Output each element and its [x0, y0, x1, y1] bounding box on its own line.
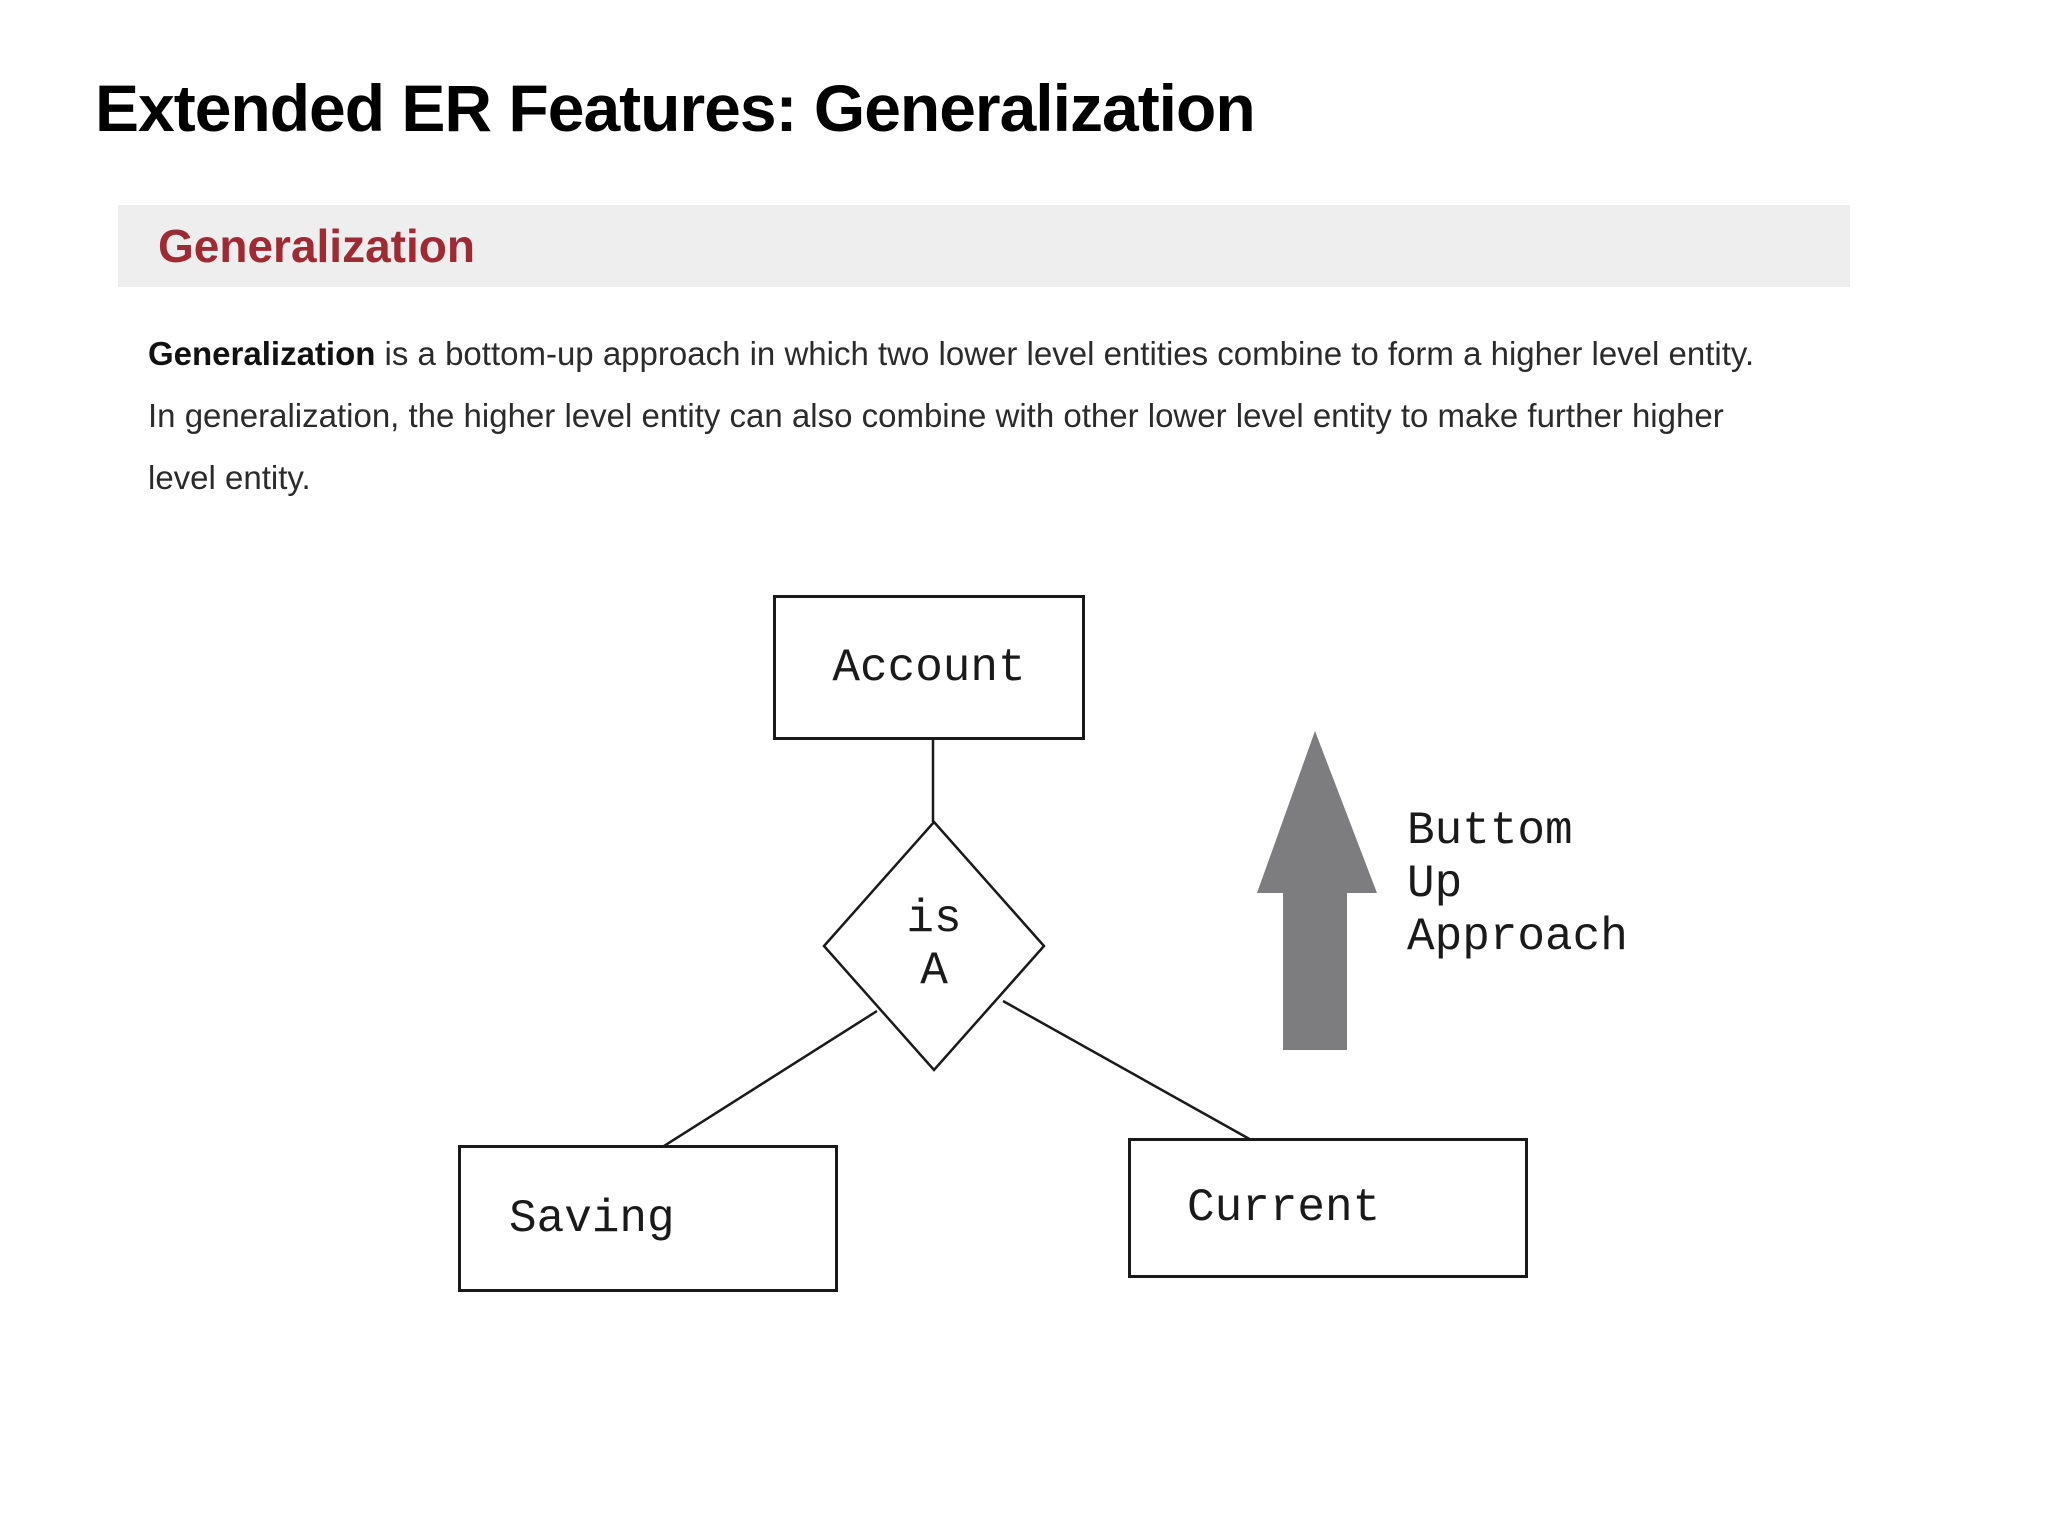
- relationship-label: is A: [906, 893, 961, 997]
- page-title: Extended ER Features: Generalization: [95, 71, 1256, 145]
- relationship-label-line-1: is: [906, 893, 962, 945]
- paragraph-line-3: level entity.: [148, 459, 311, 496]
- description-paragraph: Generalization is a bottom-up approach i…: [148, 323, 1868, 509]
- arrow-label: Buttom Up Approach: [1407, 805, 1628, 964]
- paragraph-line-1: Generalization is a bottom-up approach i…: [148, 323, 1868, 385]
- entity-account-label: Account: [832, 641, 1026, 694]
- up-arrow-icon: [1257, 731, 1377, 1050]
- connector-diamond-to-current: [1002, 999, 1254, 1143]
- connector-diamond-to-saving: [663, 1009, 878, 1148]
- section-heading: Generalization: [158, 220, 475, 272]
- relationship-label-line-2: A: [920, 945, 948, 997]
- relationship-diamond-shape: [822, 820, 1046, 1072]
- paragraph-lead-bold: Generalization: [148, 335, 376, 372]
- paragraph-line-2: In generalization, the higher level enti…: [148, 397, 1724, 434]
- entity-current: Current: [1128, 1138, 1528, 1278]
- paragraph-line-1-rest: is a bottom-up approach in which two low…: [375, 335, 1755, 372]
- entity-account: Account: [773, 595, 1085, 740]
- arrow-label-line-3: Approach: [1407, 911, 1628, 963]
- arrow-label-line-2: Up: [1407, 858, 1463, 910]
- entity-saving: Saving: [458, 1145, 838, 1292]
- entity-saving-label: Saving: [509, 1192, 675, 1245]
- arrow-label-line-1: Buttom: [1407, 805, 1573, 857]
- section-header-bar: Generalization: [118, 205, 1850, 287]
- entity-current-label: Current: [1187, 1182, 1381, 1234]
